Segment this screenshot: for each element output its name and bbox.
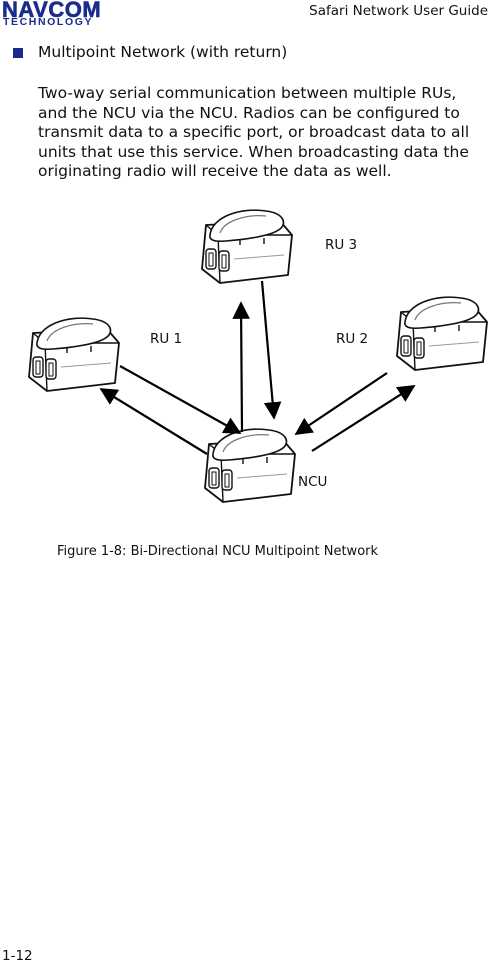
bullet-square-icon (13, 48, 23, 58)
label-ru3: RU 3 (325, 237, 357, 253)
page-number: 1-12 (2, 948, 33, 964)
ru3-radio-icon (201, 209, 293, 284)
arrow-ru3-to-ncu (260, 280, 282, 420)
network-diagram: RU 3 RU 1 RU 2 NCU (28, 209, 488, 503)
figure-caption: Figure 1-8: Bi-Directional NCU Multipoin… (57, 544, 379, 559)
arrow-ru1-to-ncu (119, 365, 242, 434)
arrow-ncu-to-ru1 (99, 388, 208, 455)
ru2-radio-icon (396, 296, 488, 371)
arrow-ru2-to-ncu (294, 372, 388, 435)
ncu-radio-icon (204, 428, 296, 503)
body-paragraph: Two-way serial communication between mul… (38, 84, 470, 180)
document-title: Safari Network User Guide (309, 3, 488, 19)
label-ncu: NCU (298, 474, 327, 490)
arrow-ncu-to-ru3 (232, 301, 250, 433)
label-ru2: RU 2 (336, 331, 368, 347)
navcom-logo: NAVCOM TECHNOLOGY (2, 0, 160, 30)
label-ru1: RU 1 (150, 331, 182, 347)
section-bullet-heading: Multipoint Network (with return) (38, 43, 288, 61)
arrow-ncu-to-ru2 (311, 385, 416, 452)
logo-subtitle: TECHNOLOGY (3, 16, 94, 28)
ru1-radio-icon (28, 317, 120, 392)
logo-wordmark: NAVCOM (2, 0, 102, 22)
